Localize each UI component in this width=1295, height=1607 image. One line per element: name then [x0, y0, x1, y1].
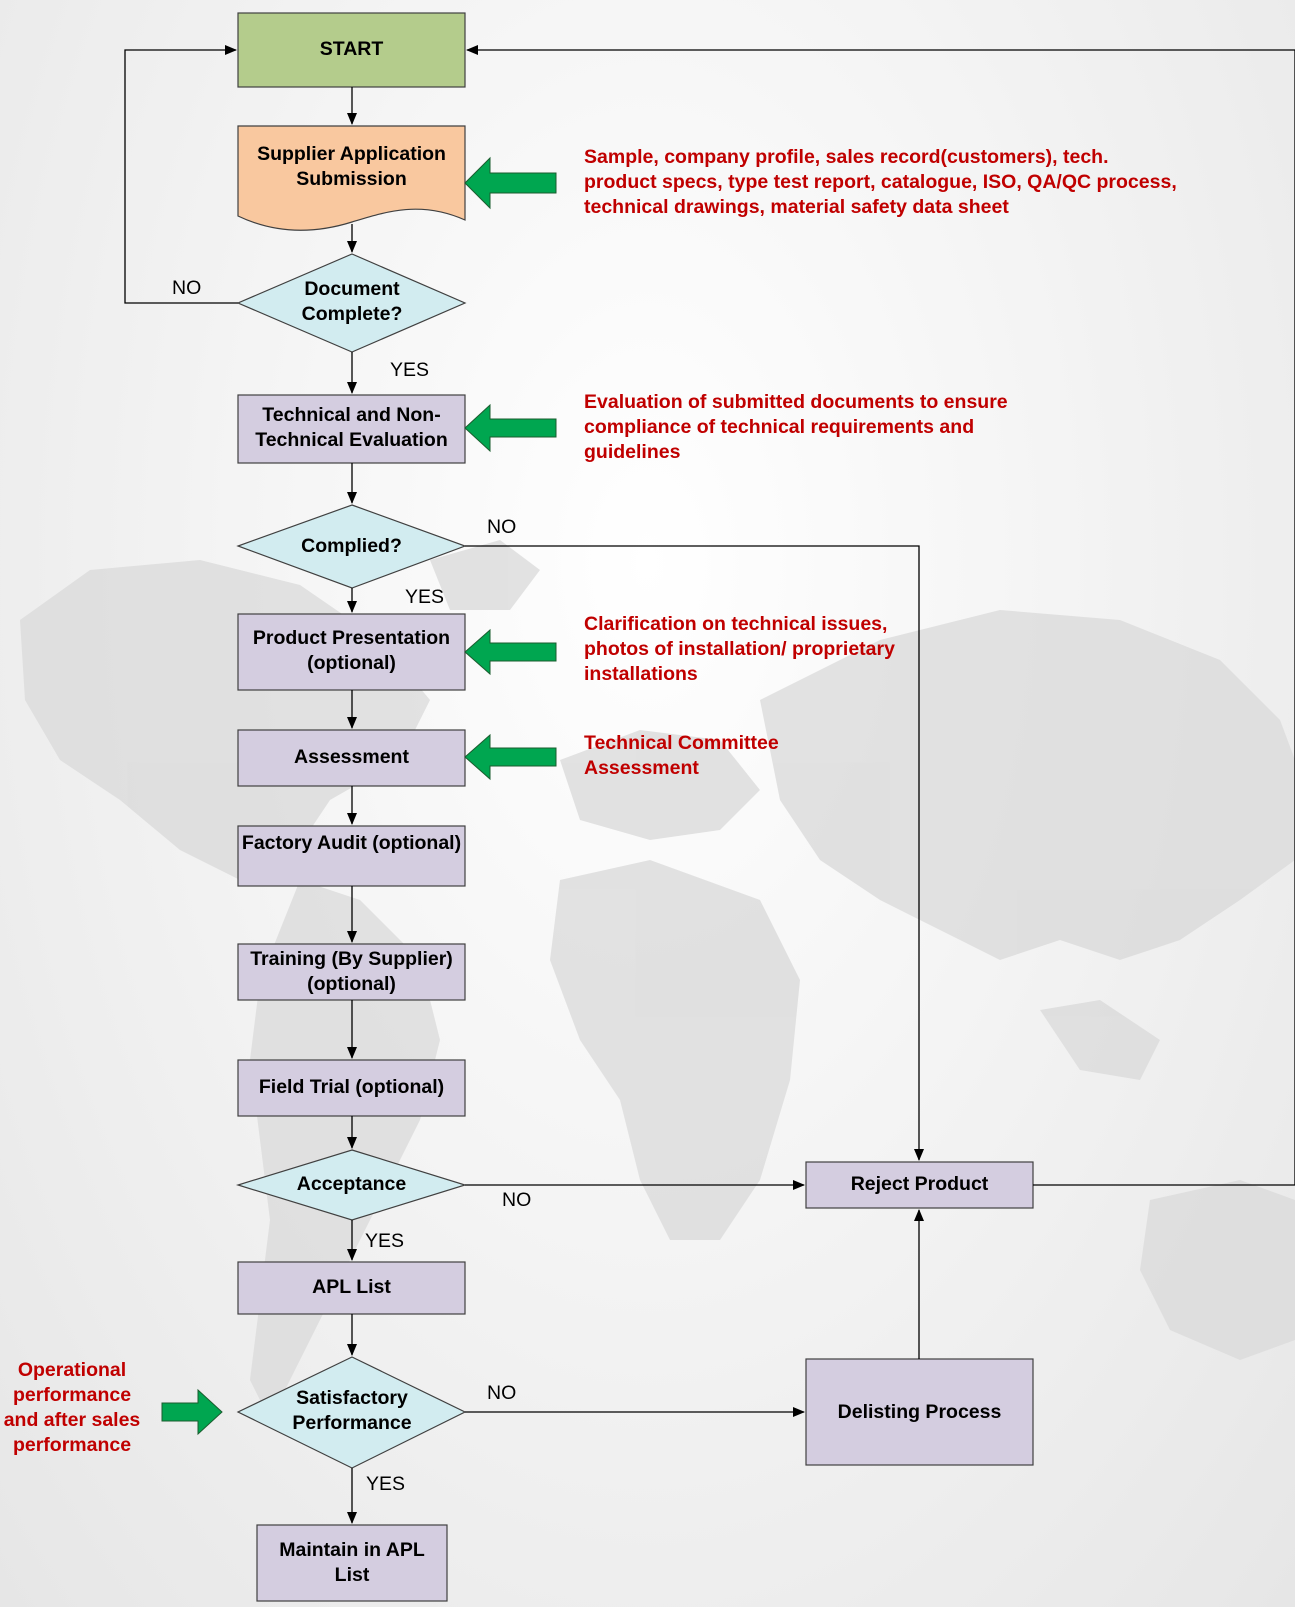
green-arrow-evaluation-icon — [464, 403, 557, 453]
document-complete-label: Document Complete? — [301, 278, 403, 325]
product-presentation-box[interactable] — [237, 613, 466, 691]
satisfactory-yes-label: YES — [366, 1473, 406, 1495]
assessment-note: Technical Committee Assessment — [584, 732, 779, 779]
start-box[interactable] — [237, 12, 466, 88]
acceptance-label: Acceptance — [296, 1173, 407, 1195]
submission-note: Sample, company profile, sales record(cu… — [584, 146, 1177, 218]
supplier-application-document-shape[interactable] — [237, 125, 466, 231]
green-arrow-assessment-icon — [464, 733, 557, 781]
field-trial-box[interactable] — [237, 1059, 466, 1117]
complied-label: Complied? — [301, 535, 402, 557]
factory-audit-label: Factory Audit (optional) — [241, 832, 462, 854]
acceptance-no-label: NO — [502, 1189, 532, 1211]
satisfactory-performance-label: Satisfactory Performance — [292, 1387, 412, 1434]
assessment-label: Assessment — [294, 746, 409, 768]
performance-note: Operational performance and after sales … — [3, 1359, 141, 1456]
document-yes-label: YES — [390, 359, 430, 381]
reject-product-label: Reject Product — [850, 1173, 989, 1195]
maintain-apl-label: Maintain in APL List — [279, 1539, 425, 1586]
start-label: START — [319, 38, 384, 60]
product-presentation-label: Product Presentation (optional) — [252, 627, 451, 674]
complied-yes-label: YES — [405, 586, 445, 608]
green-arrow-performance-icon — [161, 1388, 223, 1436]
satisfactory-no-label: NO — [487, 1382, 517, 1404]
factory-audit-box[interactable] — [237, 825, 466, 887]
document-no-label: NO — [172, 277, 202, 299]
apl-list-label: APL List — [312, 1276, 391, 1298]
connector-complied-no-to-reject — [465, 545, 924, 1161]
acceptance-yes-label: YES — [365, 1230, 405, 1252]
evaluation-note: Evaluation of submitted documents to ens… — [584, 391, 1008, 463]
connector-document-no-to-start — [124, 45, 238, 304]
presentation-note: Clarification on technical issues, photo… — [584, 613, 895, 685]
complied-no-label: NO — [487, 516, 517, 538]
apl-list-box[interactable] — [237, 1261, 466, 1315]
evaluation-label: Technical and Non-Technical Evaluation — [255, 404, 448, 451]
maintain-apl-box[interactable] — [256, 1524, 448, 1602]
reject-product-box[interactable] — [805, 1161, 1034, 1209]
evaluation-box[interactable] — [237, 394, 466, 464]
delisting-process-label: Delisting Process — [837, 1401, 1002, 1423]
green-arrow-presentation-icon — [464, 628, 557, 676]
field-trial-label: Field Trial (optional) — [258, 1076, 445, 1098]
connector-reject-to-start — [466, 45, 1295, 1186]
training-label: Training (By Supplier) (optional) — [250, 948, 453, 995]
green-arrow-submission-icon — [464, 156, 557, 210]
assessment-box[interactable] — [237, 729, 466, 787]
supplier-application-label: Supplier Application Submission — [257, 143, 446, 190]
